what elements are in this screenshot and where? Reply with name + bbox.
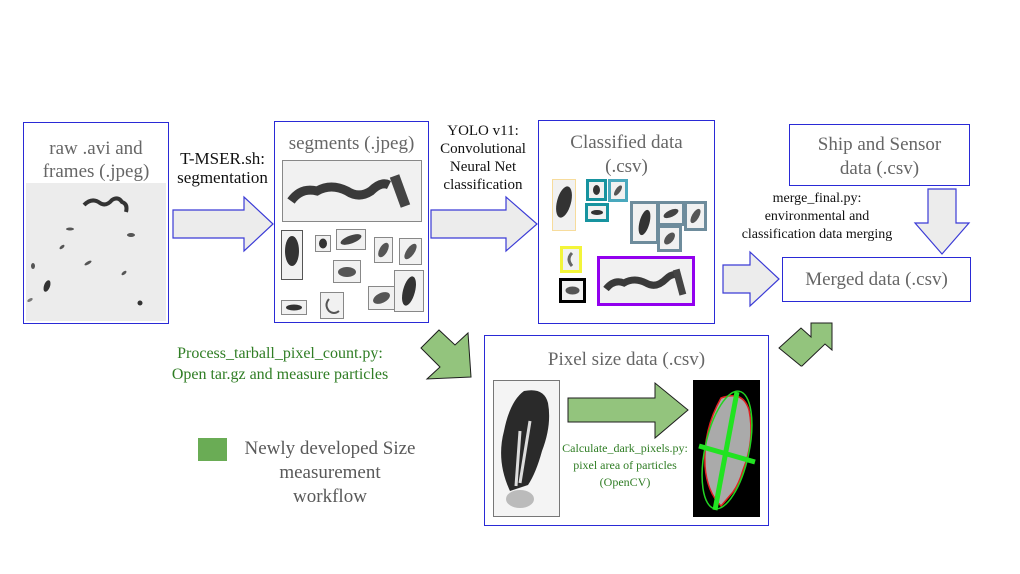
node-raw-frames: raw .avi and frames (.jpeg) — [23, 122, 169, 324]
edge-tmser-label-1: T-MSER.sh: — [180, 149, 265, 168]
segment-thumb — [281, 230, 303, 280]
particle-raw-shape — [501, 390, 550, 508]
legend-label-2: measurement — [279, 462, 381, 483]
edge-dark-pixels-label-1: Calculate_dark_pixels.py: — [562, 441, 688, 455]
segment-thumb-large — [282, 160, 422, 222]
raw-frame-particles — [27, 196, 143, 306]
node-segments-title: segments (.jpeg) — [288, 133, 415, 154]
green-arrow-pixel-size-to-merged — [778, 322, 833, 367]
green-arrow-segments-to-pixel-size — [420, 329, 472, 380]
arrow-classified-to-merged — [722, 250, 780, 308]
segment-thumb — [333, 260, 361, 283]
edge-tarball-label-2: Open tar.gz and measure particles — [171, 366, 389, 383]
edge-yolo-label-3: Neural Net — [449, 159, 517, 175]
node-pixel-size: Pixel size data (.csv) Calculate_dark_pi… — [484, 335, 769, 526]
segment-thumb — [399, 238, 422, 265]
legend-label-1: Newly developed Size — [244, 438, 416, 459]
arrow-raw-to-segments — [172, 195, 274, 253]
edge-yolo-label-4: classification — [443, 177, 523, 193]
edge-tarball-label-1: Process_tarball_pixel_count.py: — [177, 345, 383, 362]
segment-thumb — [281, 300, 307, 315]
class-box-teal — [586, 179, 607, 201]
particle-raw-image — [493, 380, 560, 517]
class-box-yellow — [560, 246, 582, 273]
edge-merge-label-1: merge_final.py: — [772, 191, 862, 206]
particle-ellipse-fit — [698, 390, 756, 511]
segment-thumb — [320, 292, 344, 319]
node-ship-sensor: Ship and Sensor data (.csv) — [789, 124, 970, 186]
segment-thumb — [336, 229, 366, 250]
edge-merge-label-2: environmental and — [764, 209, 870, 224]
node-pixel-size-title: Pixel size data (.csv) — [547, 349, 706, 370]
node-ship-sensor-title-1: Ship and Sensor — [817, 134, 942, 155]
segment-thumb — [368, 286, 395, 310]
class-box-light-teal — [608, 179, 628, 202]
segment-thumb — [394, 270, 424, 312]
edge-merge-label-3: classification data merging — [741, 227, 893, 242]
class-box-black — [559, 278, 586, 303]
segment-thumb — [315, 235, 331, 252]
class-box-slate — [684, 201, 707, 231]
node-raw-frames-title-1: raw .avi and — [49, 138, 143, 159]
class-box-slate — [657, 225, 682, 252]
segment-thumb — [374, 237, 393, 263]
class-box-slate — [630, 201, 659, 244]
edge-dark-pixels-label-3: (OpenCV) — [599, 475, 651, 489]
class-box-tan — [552, 179, 576, 231]
node-ship-sensor-title-2: data (.csv) — [839, 158, 920, 179]
particle-measured-image — [693, 380, 760, 517]
legend-swatch — [198, 438, 227, 461]
edge-yolo-label-2: Convolutional — [440, 141, 526, 157]
edge-yolo-label-1: YOLO v11: — [447, 123, 519, 139]
edge-tmser-label-2: segmentation — [177, 168, 268, 187]
node-merged: Merged data (.csv) — [782, 257, 971, 302]
raw-frame-image — [26, 183, 166, 321]
class-box-teal — [585, 203, 609, 222]
arrow-segments-to-classified — [430, 195, 538, 253]
node-classified-title-1: Classified data — [570, 132, 683, 153]
node-classified-title-2: (.csv) — [605, 156, 648, 177]
node-classified: Classified data (.csv) — [538, 120, 715, 324]
node-raw-frames-title-2: frames (.jpeg) — [42, 161, 150, 182]
green-arrow-measure — [567, 381, 689, 440]
edge-dark-pixels-label-2: pixel area of particles — [573, 458, 677, 472]
legend-label-3: workflow — [293, 486, 367, 507]
arrow-ship-to-merged — [913, 188, 971, 255]
class-box-purple — [597, 256, 695, 306]
class-box-slate — [657, 201, 685, 226]
node-segments: segments (.jpeg) — [274, 121, 429, 323]
node-merged-title: Merged data (.csv) — [805, 269, 948, 290]
